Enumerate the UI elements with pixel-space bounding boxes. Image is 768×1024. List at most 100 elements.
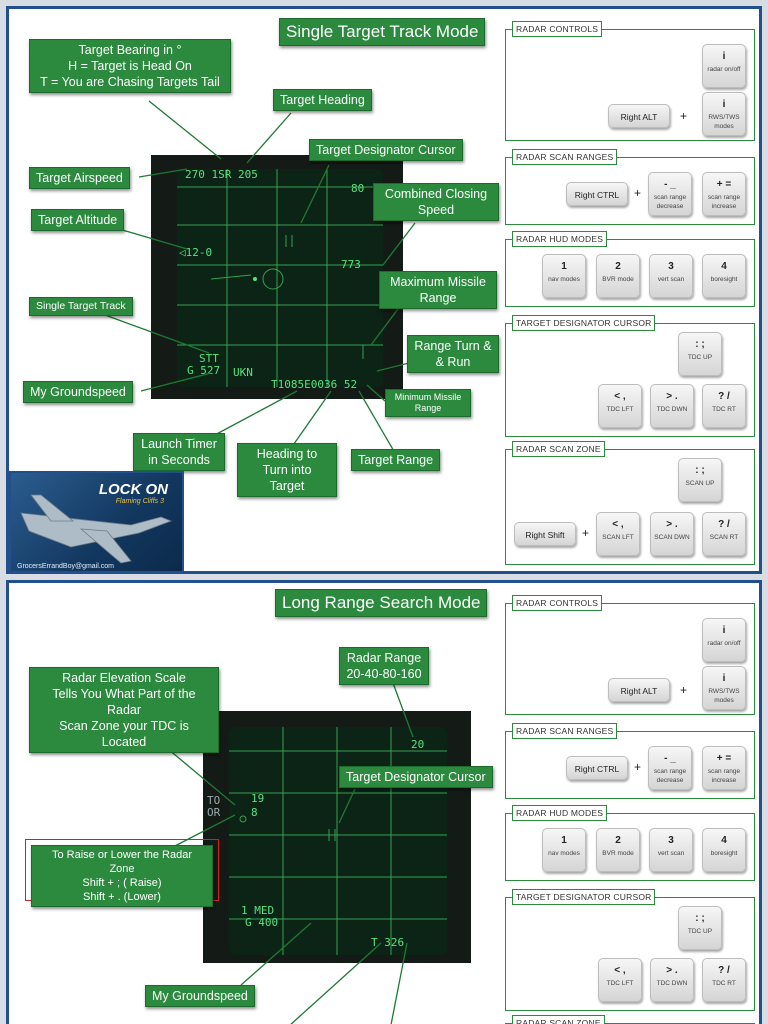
screen-ukn: UKN (233, 366, 253, 379)
panel-title: Single Target Track Mode (279, 18, 486, 46)
jet-icon (20, 494, 173, 564)
key-scan-range-decrease: - _scan range decrease (648, 172, 692, 216)
key-scan-range-increase: + =scan range increase (702, 746, 746, 790)
key-tdc-left: < ,TDC LFT (598, 958, 642, 1002)
radar-screen (177, 169, 383, 387)
screen-stt: STT (199, 352, 219, 365)
key-scan-down: > .SCAN DWN (650, 512, 694, 556)
long-range-search-panel: 20 19 8 TO OR 1 MED G 400 T 326 Long Ran… (6, 580, 762, 1024)
screen-heading-readout: 270 1SR 205 (185, 168, 258, 181)
radar-display: 20 19 8 TO OR 1 MED G 400 T 326 (203, 711, 471, 963)
section-title: RADAR SCAN ZONE (512, 441, 605, 457)
key-right-ctrl: Right CTRL (566, 182, 628, 206)
key-tdc-right: ? /TDC RT (702, 958, 746, 1002)
key-scan-left: < ,SCAN LFT (596, 512, 640, 556)
plus-sign: + (634, 760, 642, 774)
callout-raise-lower-radar-zone: To Raise or Lower the Radar Zone Shift +… (31, 845, 213, 907)
callout-target-range: Target Range (351, 449, 441, 471)
lockon-subtitle: Flaming Cliffs 3 (115, 498, 164, 505)
callout-target-bearing: Target Bearing in ° H = Target is Head O… (29, 39, 231, 93)
callout-launch-timer: Launch Timer in Seconds (133, 433, 225, 471)
screen-elevation-19: 19 (251, 792, 265, 805)
callout-heading-turn-into-target: Heading to Turn into Target (237, 443, 337, 497)
plus-sign: + (680, 683, 688, 697)
radar-screen (229, 727, 447, 955)
callout-single-target-track: Single Target Track (29, 297, 133, 316)
key-scan-range-increase: + =scan range increase (702, 172, 746, 216)
callout-target-designator-cursor: Target Designator Cursor (309, 139, 463, 161)
callout-range-turn-and-run: Range Turn & & Run (407, 335, 499, 373)
section-radar-scan-zone: RADAR SCAN ZONE : ;SCAN UP Right Shift +… (505, 441, 755, 565)
screen-elevation-8: 8 (251, 806, 258, 819)
callout-my-groundspeed: My Groundspeed (23, 381, 133, 403)
screen-med: 1 MED (241, 904, 275, 917)
key-right-alt: Right ALT (608, 104, 670, 128)
key-tdc-down: > .TDC DWN (650, 958, 694, 1002)
callout-maximum-missile-range: Maximum Missile Range (379, 271, 497, 309)
callout-my-groundspeed: My Groundspeed (145, 985, 255, 1007)
callout-target-airspeed: Target Airspeed (29, 167, 130, 189)
panel-title: Long Range Search Mode (275, 589, 488, 617)
key-scan-right: ? /SCAN RT (702, 512, 746, 556)
callout-radar-range: Radar Range 20-40-80-160 (339, 647, 429, 685)
lockon-logo: LOCK ON (98, 481, 168, 498)
section-target-designator-cursor: TARGET DESIGNATOR CURSOR : ;TDC UP < ,TD… (505, 889, 755, 1011)
key-right-shift: Right Shift (514, 522, 576, 546)
single-target-track-panel: 270 1SR 205 80 ◁12-0 773 STT G 527 UKN T… (6, 6, 762, 574)
plus-sign: + (680, 109, 688, 123)
section-radar-scan-ranges: RADAR SCAN RANGES Right CTRL + - _scan r… (505, 149, 755, 225)
screen-groundspeed: G 527 (187, 364, 221, 377)
section-title: TARGET DESIGNATOR CURSOR (512, 315, 656, 331)
key-scan-up: : ;SCAN UP (678, 458, 722, 502)
section-title: RADAR HUD MODES (512, 805, 608, 821)
radar-display: 270 1SR 205 80 ◁12-0 773 STT G 527 UKN T… (151, 155, 403, 399)
key-scan-range-decrease: - _scan range decrease (648, 746, 692, 790)
plus-sign: + (634, 186, 642, 200)
section-target-designator-cursor: TARGET DESIGNATOR CURSOR : ;TDC UP < ,TD… (505, 315, 755, 437)
section-title: TARGET DESIGNATOR CURSOR (512, 889, 656, 905)
screen-label-or: OR (207, 806, 221, 819)
callout-target-altitude: Target Altitude (31, 209, 125, 231)
screen-range-scale: 80 (351, 182, 365, 195)
screen-altitude: ◁12-0 (179, 246, 213, 259)
section-title: RADAR SCAN RANGES (512, 149, 618, 165)
section-title: RADAR CONTROLS (512, 21, 603, 37)
key-tdc-up: : ;TDC UP (678, 332, 722, 376)
screen-closing-speed: 773 (341, 258, 361, 271)
callout-target-heading: Target Heading (273, 89, 372, 111)
screen-range-scale: 20 (411, 738, 425, 751)
author-email: GrocersErrandBoy@gmail.com (17, 563, 114, 570)
callout-minimum-missile-range: Minimum Missile Range (385, 389, 471, 417)
callout-radar-elevation-scale: Radar Elevation Scale Tells You What Par… (29, 667, 219, 753)
callout-target-designator-cursor: Target Designator Cursor (339, 766, 493, 788)
screen-bottom-readout: T1085E0036 52 (271, 378, 358, 391)
callout-combined-closing-speed: Combined Closing Speed (373, 183, 499, 221)
section-title: RADAR CONTROLS (512, 595, 603, 611)
lockon-brand-image: LOCK ON Flaming Cliffs 3 GrocersErrandBo… (9, 471, 184, 571)
key-tdc-left: < ,TDC LFT (598, 384, 642, 428)
key-right-alt: Right ALT (608, 678, 670, 702)
key-right-ctrl: Right CTRL (566, 756, 628, 780)
screen-groundspeed: G 400 (245, 916, 279, 929)
key-tdc-right: ? /TDC RT (702, 384, 746, 428)
key-tdc-up: : ;TDC UP (678, 906, 722, 950)
section-title: RADAR SCAN ZONE (512, 1015, 605, 1024)
section-title: RADAR HUD MODES (512, 231, 608, 247)
screen-t-readout: T 326 (371, 936, 405, 949)
